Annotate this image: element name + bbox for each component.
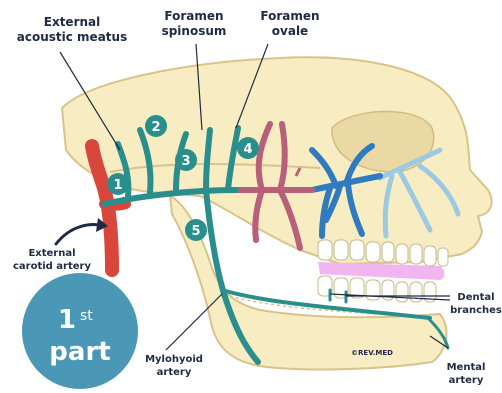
label-foramen-spinosum-line1: Foramen bbox=[164, 9, 223, 23]
branch-number-3: 3 bbox=[181, 154, 190, 169]
label-mylohyoid-line2: artery bbox=[157, 367, 192, 378]
label-mental-line2: artery bbox=[449, 375, 484, 386]
label-foramen-ovale-line1: Foramen bbox=[260, 9, 319, 23]
label-mental-line1: Mental bbox=[447, 362, 486, 373]
label-external-carotid-line1: External bbox=[28, 248, 75, 259]
label-foramen-spinosum-line2: spinosum bbox=[162, 24, 227, 38]
part-badge-suffix: st bbox=[80, 308, 93, 324]
branch-number-1: 1 bbox=[113, 178, 122, 193]
label-mylohyoid-line1: Mylohyoid bbox=[145, 354, 203, 365]
label-external-acoustic-meatus-line2: acoustic meatus bbox=[17, 30, 127, 44]
branch-number-4: 4 bbox=[243, 142, 252, 157]
label-external-carotid-line2: carotid artery bbox=[13, 261, 91, 272]
label-foramen-ovale-line2: ovale bbox=[272, 24, 308, 38]
watermark: ©REV.MED bbox=[351, 349, 393, 357]
label-external-acoustic-meatus-line1: External bbox=[44, 15, 100, 29]
branch-number-5: 5 bbox=[191, 224, 200, 239]
branch-number-2: 2 bbox=[151, 120, 160, 135]
part-badge-word: part bbox=[49, 337, 110, 367]
label-dental-branches-line2: branches bbox=[450, 305, 502, 316]
part-badge-ordinal: 1 bbox=[58, 305, 76, 335]
part-badge: 1 st part bbox=[22, 273, 138, 389]
label-dental-branches-line1: Dental bbox=[457, 292, 494, 303]
